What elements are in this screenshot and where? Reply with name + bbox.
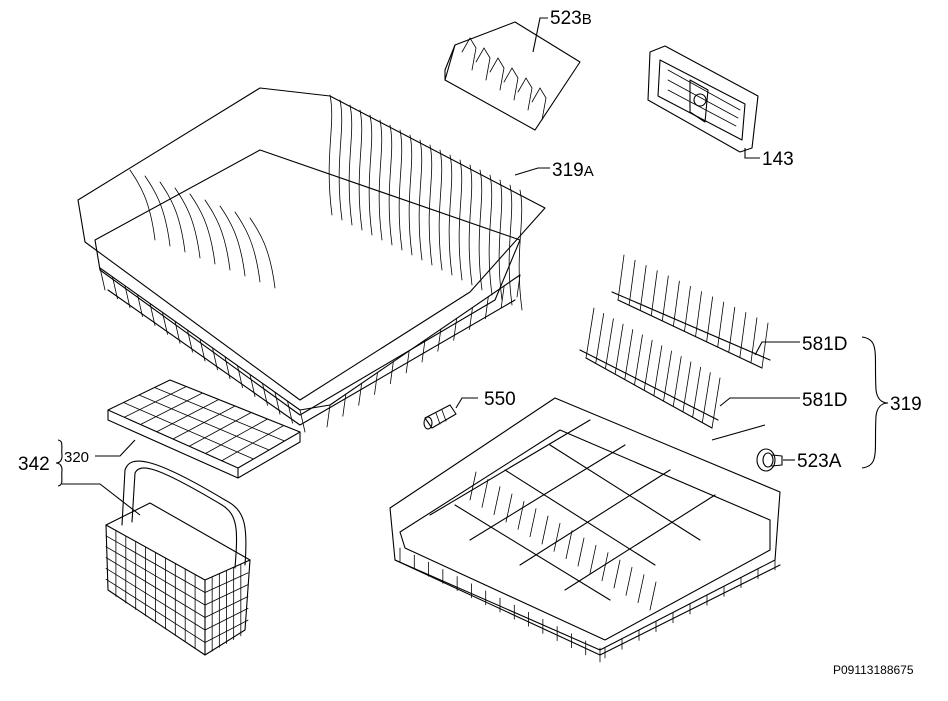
lower-basket [389, 397, 781, 663]
label-342: 342 [18, 454, 50, 475]
label-581d-top: 581D [802, 334, 847, 355]
label-523a: 523A [797, 451, 842, 472]
wheel-550 [423, 397, 478, 430]
reference-code: P09113188675 [833, 663, 914, 677]
upper-basket [77, 87, 546, 433]
cup-rack-523b [444, 21, 581, 131]
cutlery-basket-342 [105, 460, 251, 656]
label-581d-bottom: 581D [802, 390, 847, 411]
label-319: 319 [890, 394, 922, 415]
label-143: 143 [762, 149, 794, 170]
knob-523a [756, 448, 795, 472]
label-320: 320 [64, 449, 89, 466]
leader-lines [55, 17, 889, 516]
tine-rack-581d-top [611, 254, 771, 369]
cutlery-grid-320 [107, 379, 301, 479]
rack-adjuster-143 [647, 45, 760, 159]
tine-rack-581d-bottom [579, 307, 721, 429]
label-319a: 319A [552, 160, 594, 181]
label-523b: 523B [550, 8, 592, 29]
label-550: 550 [484, 389, 516, 410]
